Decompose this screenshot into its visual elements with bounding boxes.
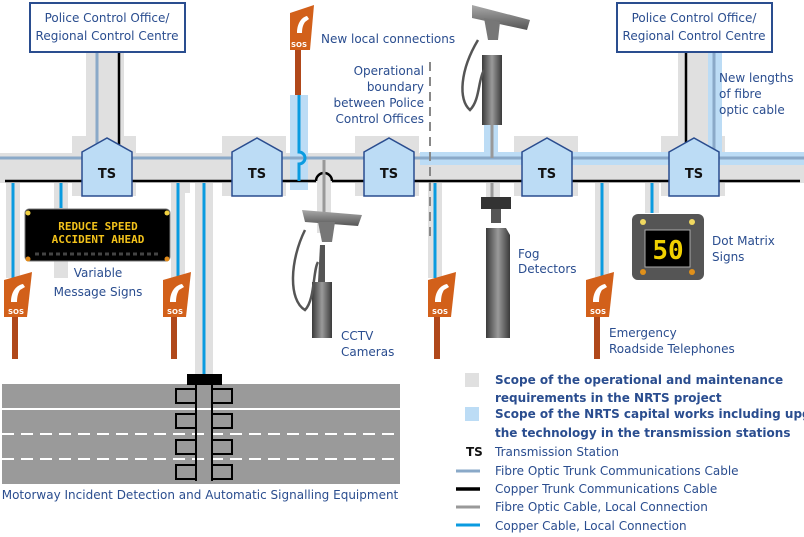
legend-item-1-line2: requirements in the NRTS project <box>495 391 722 405</box>
dot-matrix-sign: 50 <box>632 214 704 280</box>
phone-handset-icon <box>170 284 184 302</box>
svg-text:SOS: SOS <box>8 308 24 316</box>
phone-handset-icon <box>297 16 309 33</box>
cctv-camera-bottom <box>291 210 362 338</box>
cctv-camera-top <box>461 5 530 125</box>
vms-label-line1: Variable <box>74 266 123 280</box>
motorway-road <box>2 384 400 484</box>
midas-detector-loops <box>175 374 233 481</box>
svg-text:TS: TS <box>248 167 266 182</box>
transmission-station-2: TS <box>231 137 283 197</box>
fog-label-line2: Detectors <box>518 262 577 276</box>
dot-matrix-label-line2: Signs <box>712 250 744 264</box>
legend-item-7: Copper Cable, Local Connection <box>495 519 687 533</box>
sos-telephone-2: SOS <box>163 272 191 359</box>
sos-telephone-3: SOS <box>428 272 456 359</box>
variable-message-sign: REDUCE SPEED ACCIDENT AHEAD <box>24 208 171 262</box>
svg-text:TS: TS <box>380 167 398 182</box>
phone-handset-icon <box>11 284 25 302</box>
new-fibre-label-line3: optic cable <box>719 103 785 117</box>
svg-text:SOS: SOS <box>167 308 183 316</box>
legend-item-4: Fibre Optic Trunk Communications Cable <box>495 464 739 478</box>
control-office-right-line1: Police Control Office/ <box>632 11 758 25</box>
vms-label-line2: Message Signs <box>54 285 143 299</box>
legend-item-1-line1: Scope of the operational and maintenance <box>495 373 783 387</box>
boundary-label-line2: boundary <box>367 80 424 94</box>
legend-item-3: Transmission Station <box>494 445 619 459</box>
ert-label-line1: Emergency <box>609 326 677 340</box>
dot-matrix-display: 50 <box>652 236 683 266</box>
svg-text:TS: TS <box>98 167 116 182</box>
fog-detector <box>481 197 511 338</box>
legend: Scope of the operational and maintenance… <box>456 373 804 533</box>
transmission-station-1: TS <box>81 137 133 197</box>
svg-text:SOS: SOS <box>291 41 307 49</box>
svg-text:TS: TS <box>538 167 556 182</box>
cctv-label-line2: Cameras <box>341 345 394 359</box>
phone-handset-icon <box>435 284 449 302</box>
boundary-label-line1: Operational <box>354 64 424 78</box>
legend-grey-swatch <box>465 373 479 387</box>
legend-item-2-line2: the technology in the transmission stati… <box>495 426 790 440</box>
new-fibre-label-line1: New lengths <box>719 71 794 85</box>
legend-blue-swatch <box>465 407 479 421</box>
cctv-label-line1: CCTV <box>341 329 374 343</box>
legend-item-2-line1: Scope of the NRTS capital works includin… <box>495 407 804 421</box>
vms-line-1: REDUCE SPEED <box>58 220 138 233</box>
control-office-left-line1: Police Control Office/ <box>45 11 171 25</box>
svg-text:SOS: SOS <box>432 308 448 316</box>
boundary-label-line4: Control Offices <box>336 112 424 126</box>
control-office-left: Police Control Office/ Regional Control … <box>29 2 186 53</box>
sos-telephone-top: SOS <box>290 5 314 95</box>
new-local-connections-label: New local connections <box>321 32 455 46</box>
svg-text:SOS: SOS <box>590 308 606 316</box>
legend-ts-symbol: TS <box>466 445 483 459</box>
phone-handset-icon <box>593 284 607 302</box>
vms-line-2: ACCIDENT AHEAD <box>52 233 145 246</box>
dot-matrix-label-line1: Dot Matrix <box>712 234 775 248</box>
transmission-station-3: TS <box>363 137 415 197</box>
svg-text:TS: TS <box>685 167 703 182</box>
transmission-station-5: TS <box>668 137 720 197</box>
control-office-left-line2: Regional Control Centre <box>36 29 179 43</box>
sos-telephone-1: SOS <box>4 272 32 359</box>
sos-telephone-4: SOS <box>586 272 614 359</box>
new-fibre-label-line2: of fibre <box>719 87 762 101</box>
copper-local-connections <box>11 95 654 376</box>
fog-label-line1: Fog <box>518 247 539 261</box>
control-office-right: Police Control Office/ Regional Control … <box>616 2 773 53</box>
legend-item-5: Copper Trunk Communications Cable <box>495 482 717 496</box>
control-office-right-line2: Regional Control Centre <box>623 29 766 43</box>
boundary-label-line3: between Police <box>333 96 424 110</box>
ert-label-line2: Roadside Telephones <box>609 342 735 356</box>
midas-label: Motorway Incident Detection and Automati… <box>2 488 399 502</box>
transmission-station-4: TS <box>521 137 573 197</box>
legend-item-6: Fibre Optic Cable, Local Connection <box>495 500 708 514</box>
